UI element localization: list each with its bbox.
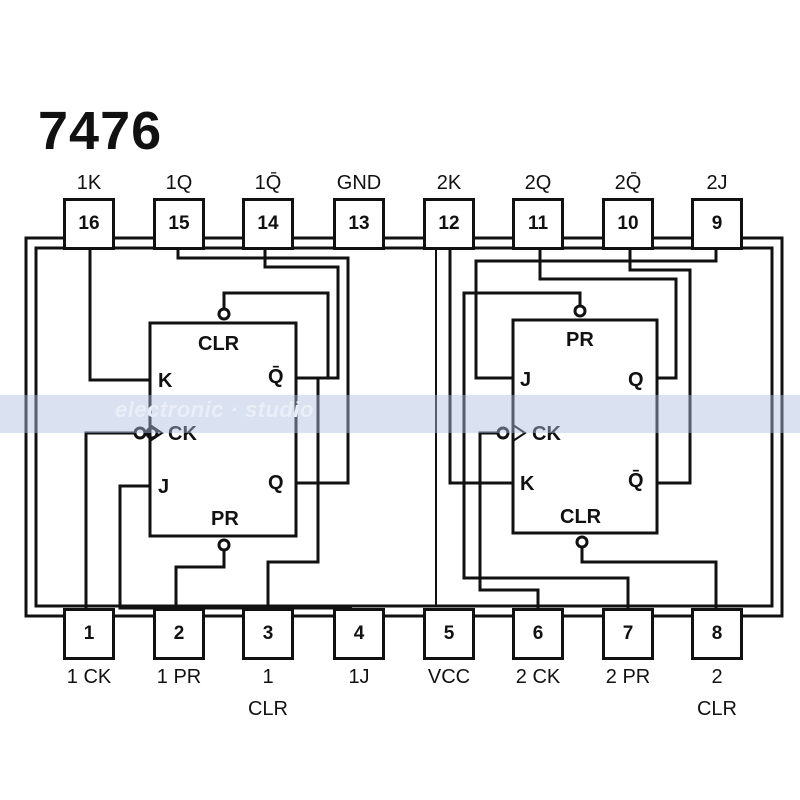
ff2-clr-bubble xyxy=(575,535,589,549)
pin-8: 8 xyxy=(691,608,743,660)
pin9-label: 2J xyxy=(706,172,728,194)
pin-13: 13 xyxy=(333,198,385,250)
wire-1pr xyxy=(174,550,226,608)
ff1-ck-bubble-b xyxy=(145,426,159,440)
ff1-k-label: K xyxy=(158,370,173,392)
pin2-label: 1 PR xyxy=(156,666,202,688)
ff1-clr-bubble xyxy=(217,307,231,321)
pin3-label: 1 CLR xyxy=(223,664,313,723)
ff1-j-label: J xyxy=(158,476,170,498)
package-outline-inner xyxy=(34,246,774,608)
pin8-label-line1: 2 xyxy=(711,666,723,688)
ff2-j-label: J xyxy=(520,369,532,391)
ff1-qbar-label: Q̄ xyxy=(268,366,284,388)
pin-6: 6 xyxy=(512,608,564,660)
wire-2pr xyxy=(462,291,630,608)
pin10-label: 2Q̄ xyxy=(614,172,642,194)
pin-10: 10 xyxy=(602,198,654,250)
wire-1q xyxy=(176,250,350,485)
wire-1j xyxy=(118,484,352,610)
pin-15: 15 xyxy=(153,198,205,250)
ff2-clr-label: CLR xyxy=(560,506,602,528)
ff1-q-label: Q xyxy=(268,472,284,494)
pin-11: 11 xyxy=(512,198,564,250)
pin8-label: 2 CLR xyxy=(672,664,762,723)
wire-2q xyxy=(538,250,678,380)
wire-1clr-bot xyxy=(266,378,320,608)
ff1-ck-label: CK xyxy=(168,423,197,445)
ff1-pr-label: PR xyxy=(211,508,239,530)
ff2-ck-triangle xyxy=(512,423,527,443)
pin12-label: 2K xyxy=(436,172,462,194)
pin6-label: 2 CK xyxy=(515,666,561,688)
ff1-pr-bubble xyxy=(217,538,231,552)
pin13-label: GND xyxy=(336,172,382,194)
ff2-k-label: K xyxy=(520,473,535,495)
wire-2k xyxy=(448,250,513,485)
pin-9: 9 xyxy=(691,198,743,250)
chip-title: 7476 xyxy=(38,101,163,161)
pin7-label: 2 PR xyxy=(605,666,651,688)
watermark-text: electronic · studio xyxy=(115,397,314,422)
pin-4: 4 xyxy=(333,608,385,660)
ff2-qbar-label: Q̄ xyxy=(628,470,644,492)
pin-16: 16 xyxy=(63,198,115,250)
wire-2qbar xyxy=(628,250,692,485)
pin-14: 14 xyxy=(242,198,294,250)
package-outline-outer xyxy=(24,236,784,618)
pin11-label: 2Q xyxy=(524,172,552,194)
pin4-label: 1J xyxy=(348,666,370,688)
ff1-clr-label: CLR xyxy=(198,333,240,355)
wire-2j xyxy=(474,250,718,380)
wire-1clr-top xyxy=(222,291,330,378)
pin5-label: VCC xyxy=(427,666,471,688)
wire-1ck xyxy=(84,431,135,608)
pin-5: 5 xyxy=(423,608,475,660)
wire-1k xyxy=(88,250,150,382)
pin8-label-line2: CLR xyxy=(696,698,737,720)
pin-12: 12 xyxy=(423,198,475,250)
pin-7: 7 xyxy=(602,608,654,660)
pin3-label-line1: 1 xyxy=(262,666,274,688)
pin14-label: 1Q̄ xyxy=(254,172,282,194)
pin-2: 2 xyxy=(153,608,205,660)
pin16-label: 1K xyxy=(76,172,102,194)
ff2-ck-label: CK xyxy=(532,423,561,445)
ff2-q-label: Q xyxy=(628,369,644,391)
wire-1qbar xyxy=(263,250,340,380)
pin15-label: 1Q xyxy=(165,172,193,194)
pin1-label: 1 CK xyxy=(66,666,112,688)
pin3-label-line2: CLR xyxy=(247,698,288,720)
ff2-pr-bubble xyxy=(573,304,587,318)
ff2-pr-label: PR xyxy=(566,329,594,351)
ff1-ck-triangle xyxy=(149,423,164,443)
watermark-band xyxy=(0,395,800,433)
wire-2ck xyxy=(478,431,540,608)
pin-1: 1 xyxy=(63,608,115,660)
wire-2clr xyxy=(580,547,718,608)
pin-3: 3 xyxy=(242,608,294,660)
